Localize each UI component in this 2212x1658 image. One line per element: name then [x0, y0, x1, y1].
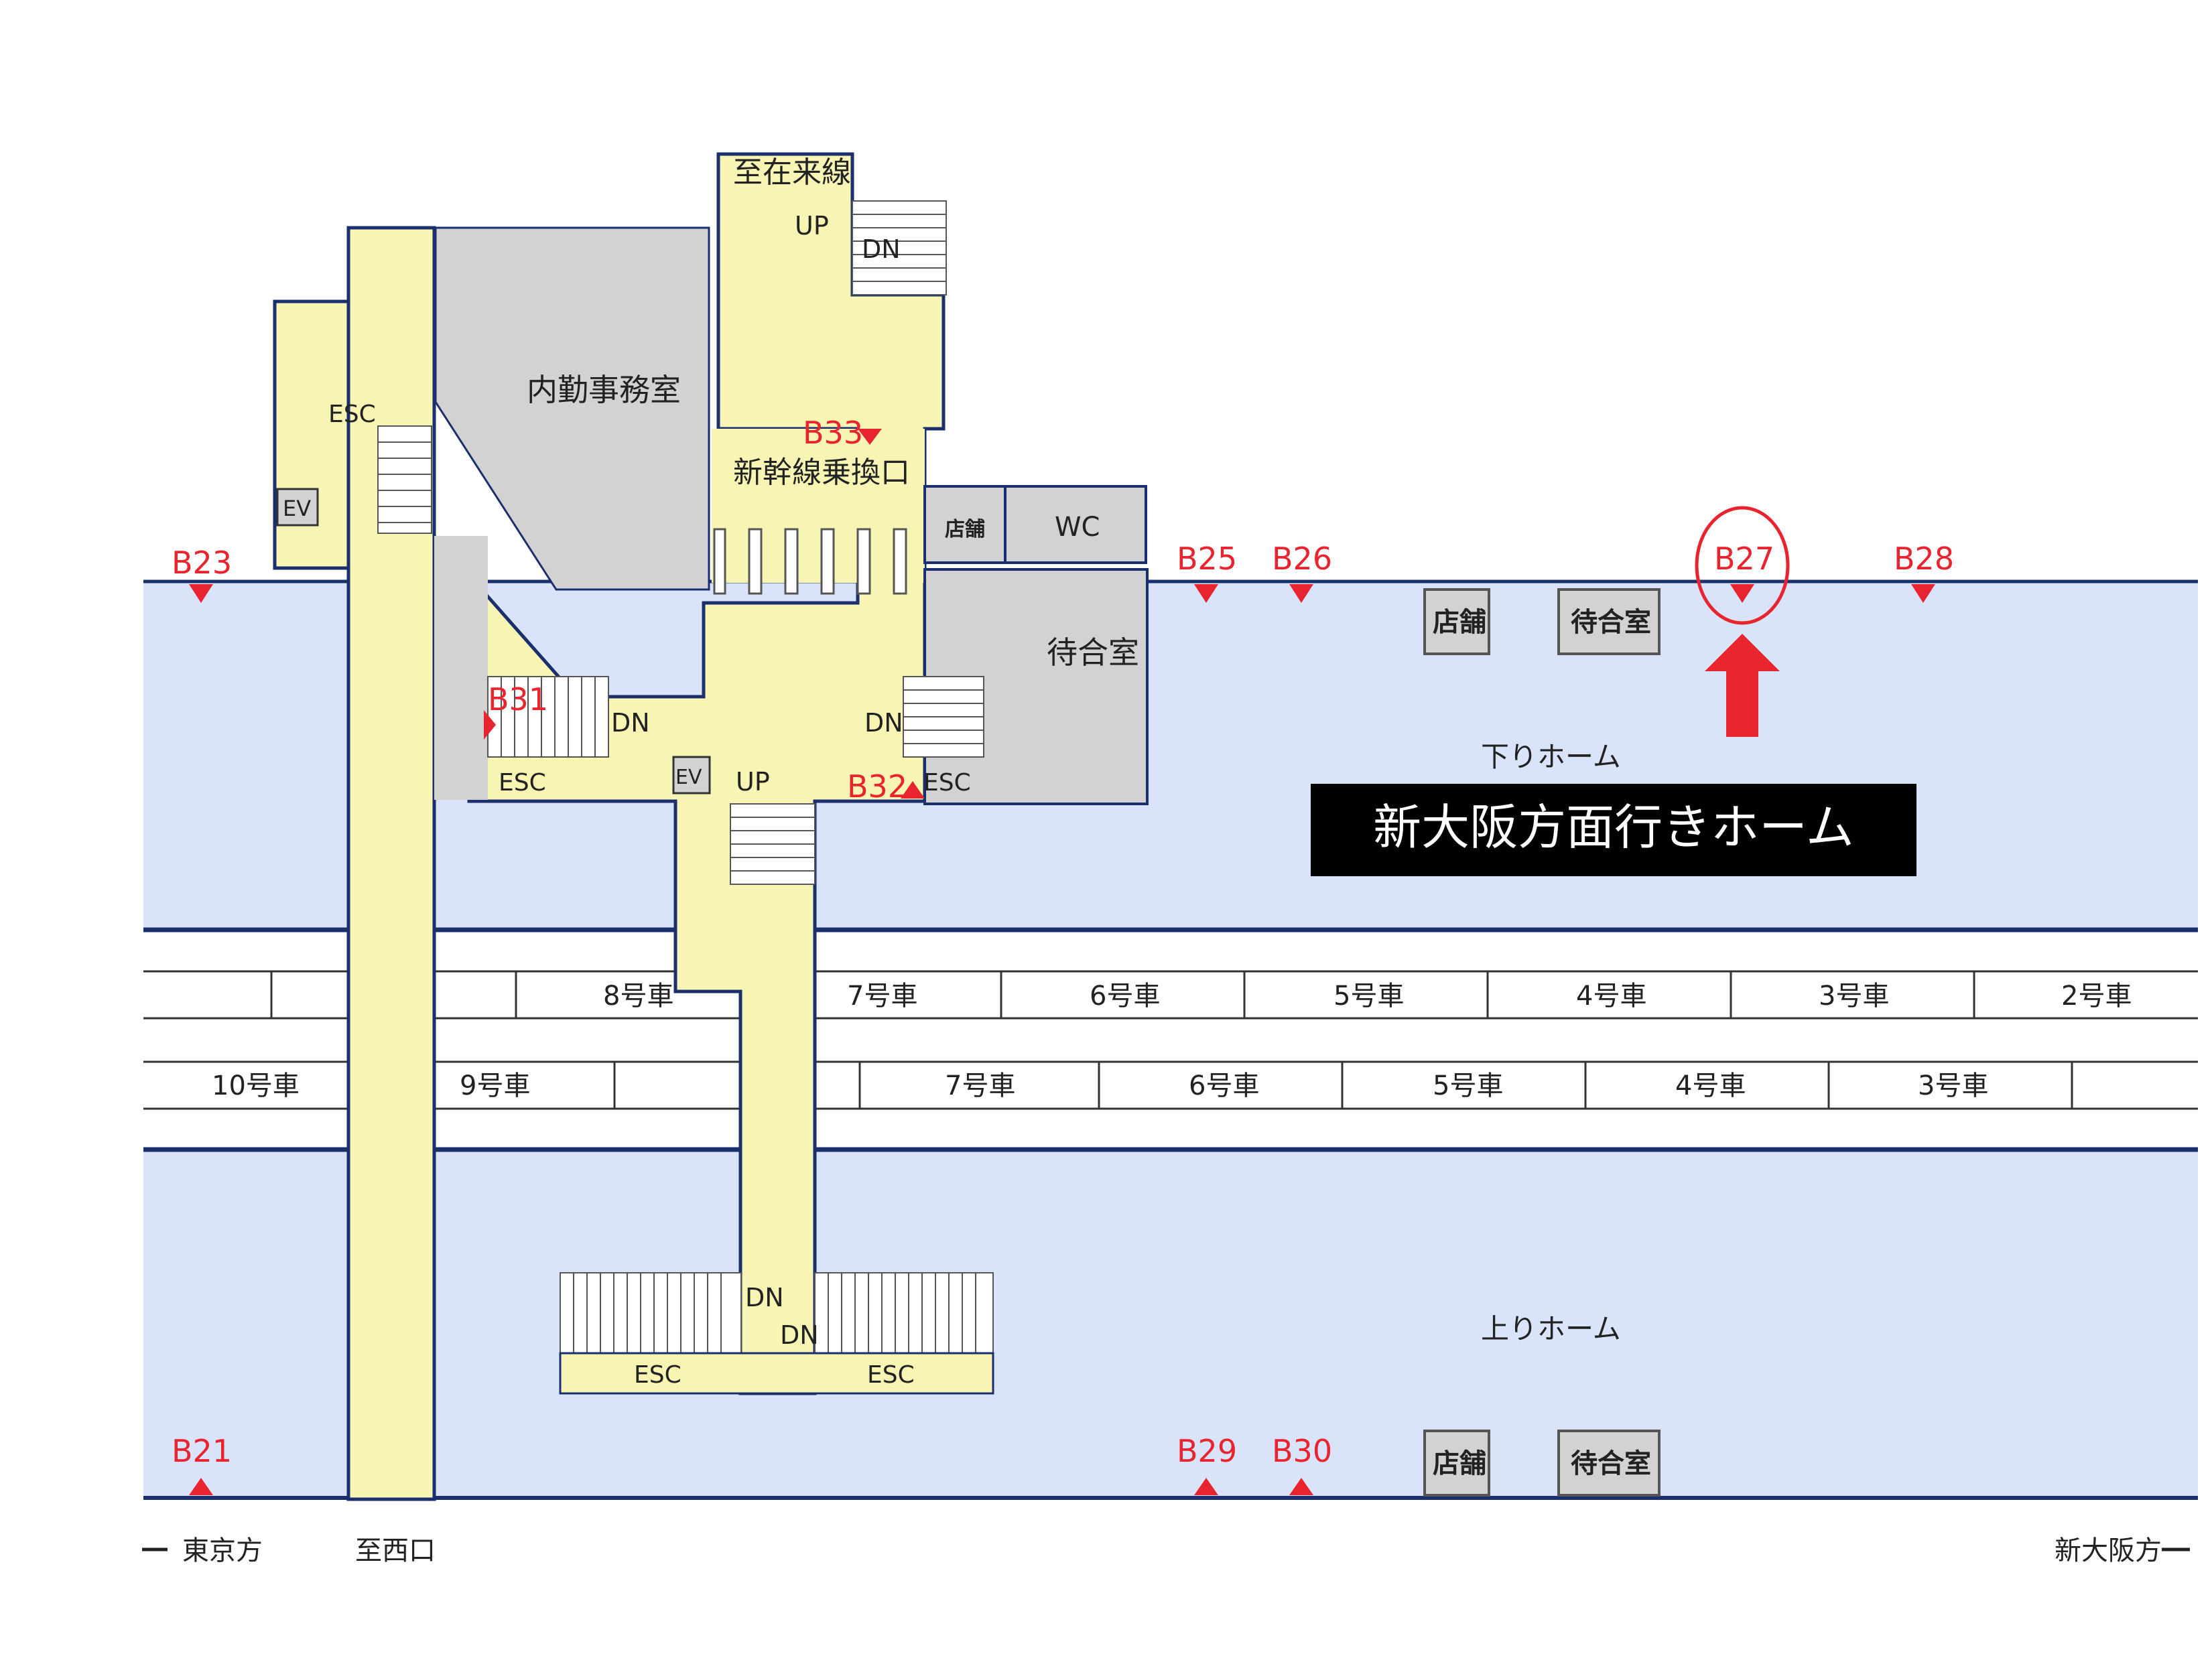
stairs-west-dn: [487, 676, 609, 758]
label-esc-left: ESC: [328, 401, 376, 428]
label-esc-lower-left: ESC: [634, 1361, 681, 1389]
label-waiting-down: 待合室: [1571, 607, 1651, 638]
exit-b33: B33: [803, 415, 863, 451]
direction-banner: [1311, 784, 1916, 876]
transfer-gate-area: [712, 429, 925, 583]
elevator-center: [672, 756, 711, 795]
label-office: 内勤事務室: [527, 372, 681, 408]
label-tokyo-direction: 東京方: [182, 1535, 263, 1566]
label-up-top: UP: [795, 211, 829, 240]
office-room: [434, 226, 710, 591]
label-dn-lower-1: DN: [745, 1283, 784, 1312]
ticket-gates: [713, 528, 907, 595]
shop-box-down: [1423, 588, 1490, 655]
west-grey-block: [434, 536, 488, 800]
label-down-platform: 下りホーム: [1481, 740, 1621, 773]
car-upper-4: 4号車: [1576, 981, 1646, 1012]
car-lower-6: 6号車: [1189, 1070, 1259, 1101]
car-upper-8: 8号車: [603, 981, 673, 1012]
car-upper-7: 7号車: [847, 981, 917, 1012]
wc-room: [1004, 485, 1147, 564]
label-to-west-exit: 至西口: [355, 1535, 436, 1566]
exit-b26: B26: [1272, 541, 1332, 577]
label-esc-west: ESC: [499, 769, 546, 797]
elevator-left: [276, 488, 319, 527]
stairs-left-upper: [377, 425, 432, 534]
exit-b30: B30: [1272, 1433, 1332, 1469]
label-shop-concourse: 店舗: [945, 518, 985, 541]
stairs-lower-left: [560, 1272, 742, 1354]
label-waiting-up: 待合室: [1571, 1448, 1651, 1479]
car-dividers-upper: [270, 971, 1975, 1018]
label-wc: WC: [1055, 512, 1100, 543]
exit-b25: B25: [1177, 541, 1237, 577]
exit-b27: B27: [1714, 541, 1774, 577]
label-shop-up: 店舗: [1433, 1448, 1486, 1479]
highlight-circle: [1695, 506, 1790, 625]
track-area: [143, 932, 2198, 1147]
label-esc-lower-right: ESC: [867, 1361, 915, 1389]
label-dn-west: DN: [611, 708, 650, 738]
label-ev-center: EV: [675, 766, 702, 789]
label-dn-east: DN: [864, 708, 903, 738]
label-shop-down: 店舗: [1433, 607, 1486, 638]
car-lower-5: 5号車: [1433, 1070, 1503, 1101]
car-dividers-lower: [613, 1062, 2073, 1109]
exit-b32: B32: [847, 768, 907, 805]
stairs-conventional-dn: [852, 200, 947, 295]
label-to-conventional: 至在来線: [733, 155, 851, 190]
highlight-arrow-icon: [1705, 634, 1780, 737]
label-up-center: UP: [736, 767, 770, 797]
car-upper-2: 2号車: [2061, 981, 2132, 1012]
waiting-box-up: [1557, 1430, 1661, 1497]
label-esc-east: ESC: [923, 769, 971, 797]
lower-esc-band: [559, 1352, 994, 1395]
car-upper-5: 5号車: [1333, 981, 1404, 1012]
car-lower-10: 10号車: [212, 1070, 300, 1101]
up-platform: [143, 1150, 2198, 1498]
exit-b31: B31: [488, 681, 548, 717]
car-upper-6: 6号車: [1090, 981, 1160, 1012]
exit-b29: B29: [1177, 1433, 1237, 1469]
stairs-lower-right: [814, 1272, 994, 1354]
label-waiting-room: 待合室: [1047, 634, 1139, 671]
car-upper-3: 3号車: [1819, 981, 1889, 1012]
shop-box-up: [1423, 1430, 1490, 1497]
stairs-center-up: [730, 803, 816, 885]
direction-banner-text: 新大阪方面行きホーム: [1373, 799, 1854, 855]
car-lower-3: 3号車: [1918, 1070, 1988, 1101]
shop-room: [923, 485, 1006, 564]
exit-b23: B23: [172, 545, 232, 581]
exit-markers: [189, 429, 1935, 1495]
label-dn-top: DN: [862, 234, 901, 264]
label-dn-lower-2: DN: [780, 1320, 819, 1350]
car-lower-7: 7号車: [945, 1070, 1015, 1101]
car-lower-4: 4号車: [1675, 1070, 1746, 1101]
car-lower-9: 9号車: [460, 1070, 530, 1101]
exit-b28: B28: [1894, 541, 1954, 577]
label-transfer-gate: 新幹線乗換口: [733, 456, 910, 490]
label-up-platform: 上りホーム: [1481, 1312, 1621, 1345]
label-shin-osaka-direction: 新大阪方: [2055, 1535, 2162, 1566]
label-ev-left: EV: [283, 496, 311, 521]
exit-b21: B21: [172, 1433, 232, 1469]
stairs-east-dn: [903, 676, 984, 758]
waiting-box-down: [1557, 588, 1661, 655]
